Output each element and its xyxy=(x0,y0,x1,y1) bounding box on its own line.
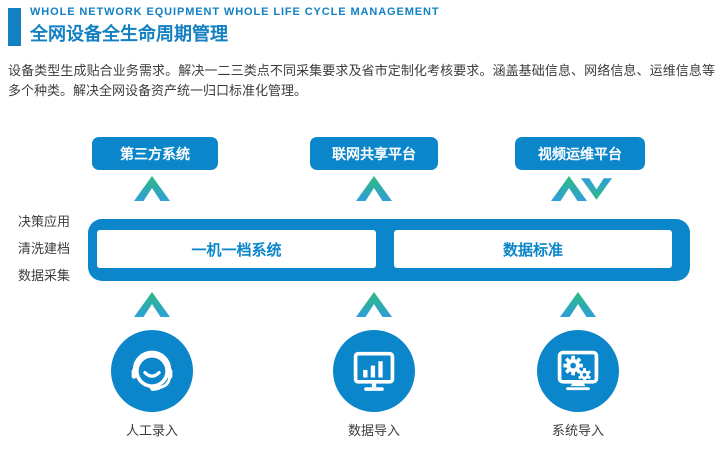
monitor-gear-icon xyxy=(557,350,599,391)
system-button-video-ops[interactable]: 视频运维平台 xyxy=(515,137,645,170)
data-import-circle xyxy=(333,330,415,412)
up-arrow-icon xyxy=(356,176,392,201)
module-one-machine-one-file: 一机一档系统 xyxy=(97,230,376,268)
module-data-standard: 数据标准 xyxy=(394,230,672,268)
up-arrow-icon xyxy=(560,292,596,317)
input-label-manual-entry: 人工录入 xyxy=(125,423,178,438)
input-label-system-import: 系统导入 xyxy=(551,423,604,438)
description-text: 设备类型生成贴合业务需求。解决一二三类点不同采集要求及省市定制化考核要求。涵盖基… xyxy=(8,63,715,99)
stage-label-cleaning: 清洗建档 xyxy=(18,241,71,256)
up-arrow-icon xyxy=(356,292,392,317)
stage-label-collection: 数据采集 xyxy=(18,268,71,283)
up-arrow-icon xyxy=(551,176,587,201)
title-accent-bar xyxy=(8,8,21,46)
system-button-third-party[interactable]: 第三方系统 xyxy=(92,137,218,170)
down-arrow-icon xyxy=(581,178,612,200)
page-title-chinese: 全网设备全生命周期管理 xyxy=(30,24,228,44)
system-button-network-sharing[interactable]: 联网共享平台 xyxy=(310,137,438,170)
manual-entry-circle xyxy=(111,330,193,412)
input-label-data-import: 数据导入 xyxy=(347,423,400,438)
page-title-english: WHOLE NETWORK EQUIPMENT WHOLE LIFE CYCLE… xyxy=(30,6,440,18)
monitor-chart-icon xyxy=(353,351,395,391)
stage-label-decision: 决策应用 xyxy=(18,214,71,229)
up-arrow-icon xyxy=(134,176,170,201)
system-import-circle xyxy=(537,330,619,412)
up-arrow-icon xyxy=(134,292,170,317)
headset-icon xyxy=(131,350,173,391)
